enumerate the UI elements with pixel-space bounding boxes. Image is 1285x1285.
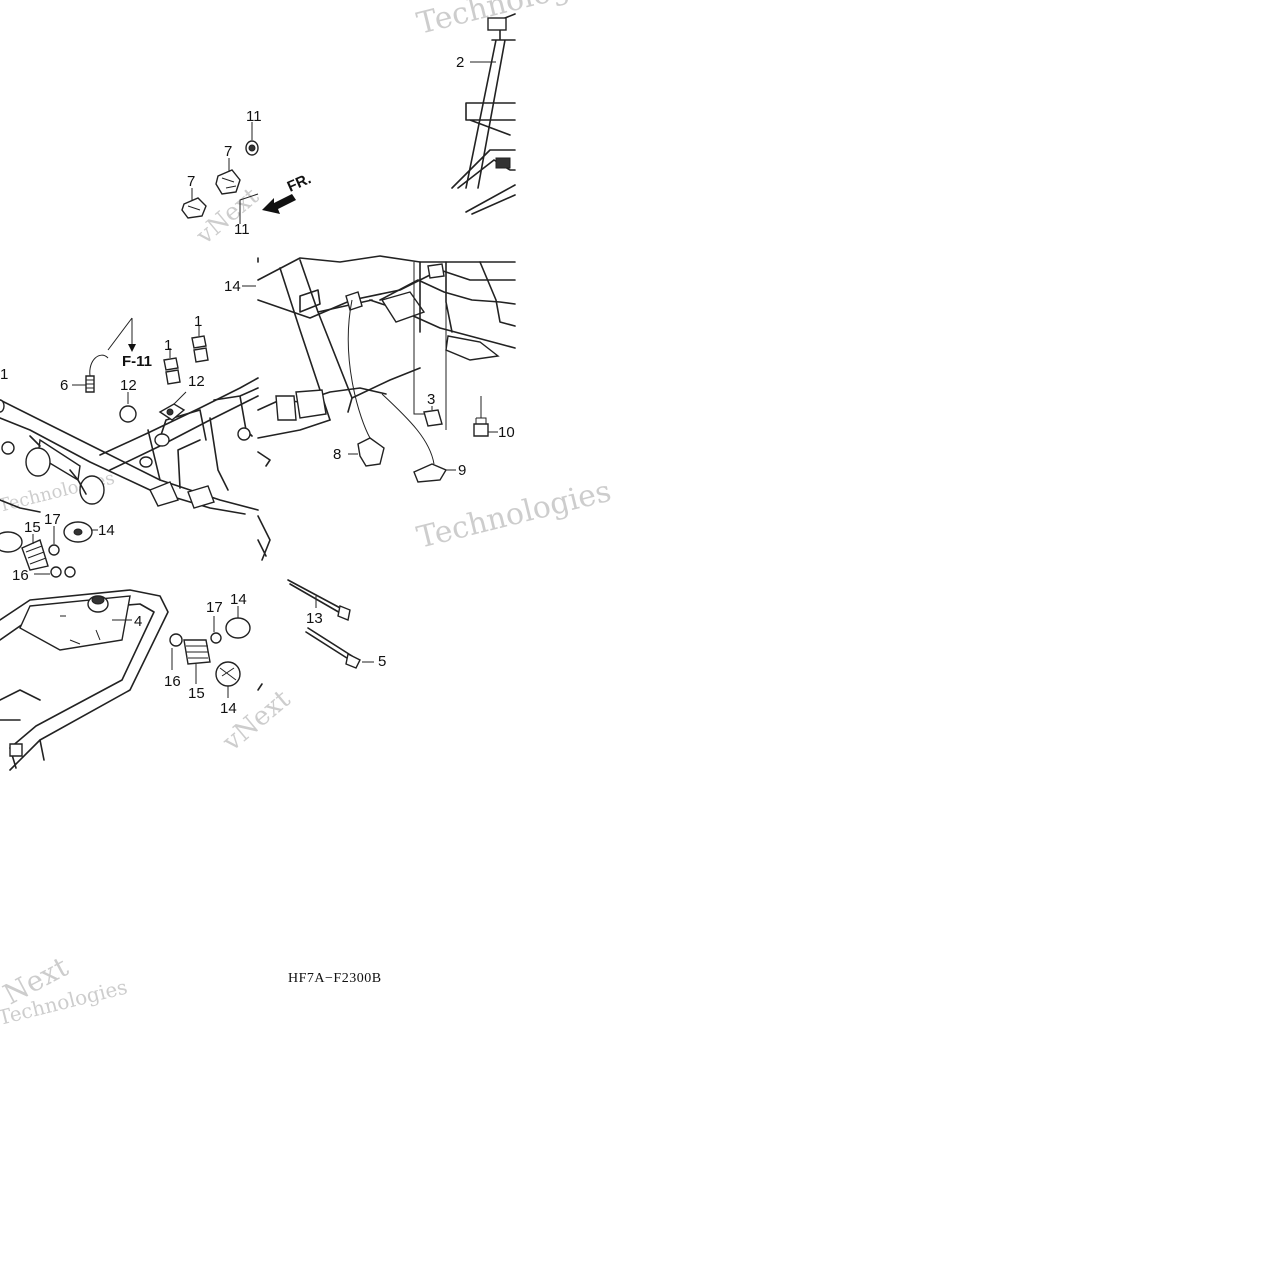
watermarks: Technologies Technologies vNext vNext Ne…: [0, 0, 615, 1030]
callout-16-lower: 16: [164, 673, 181, 690]
callout-14-mid: 14: [230, 591, 247, 608]
callout-17-upper: 17: [44, 511, 61, 528]
callout-2: 2: [456, 54, 464, 71]
callout-1-right: 1: [194, 313, 202, 330]
callout-9: 9: [458, 462, 466, 479]
callout-4: 4: [134, 613, 142, 630]
watermark-technologies-top: Technologies: [413, 0, 614, 42]
engine-mount-area: [0, 515, 374, 771]
front-indicator: FR.: [285, 170, 314, 195]
callout-12-left: 12: [120, 377, 137, 394]
callout-8: 8: [333, 446, 341, 463]
callout-13: 13: [306, 610, 323, 627]
callout-7-left: 7: [187, 173, 195, 190]
clamp-group-upper: [181, 122, 296, 224]
callout-11-lower: 11: [234, 221, 250, 238]
callout-16-upper: 16: [12, 567, 29, 584]
callout-11-upper: 11: [246, 108, 262, 125]
reference-f11: F-11: [122, 353, 152, 370]
callout-1-edge: 1: [0, 366, 8, 383]
callout-3: 3: [427, 391, 435, 408]
callout-10: 10: [498, 424, 515, 441]
callout-14-top: 14: [224, 278, 241, 295]
upper-frame-fragment: [451, 13, 516, 215]
callout-15-upper: 15: [24, 519, 41, 536]
callout-6: 6: [60, 377, 68, 394]
watermark-technologies-mid: Technologies: [413, 474, 614, 556]
main-frame: [0, 255, 516, 515]
callout-14-bottom: 14: [220, 700, 237, 717]
callout-17-lower: 17: [206, 599, 223, 616]
callout-1-left: 1: [164, 337, 172, 354]
callout-12-right: 12: [188, 373, 205, 390]
diagram-code: HF7A−F2300B: [288, 971, 382, 986]
callout-15-lower: 15: [188, 685, 205, 702]
callout-5: 5: [378, 653, 386, 670]
callouts: 2 11 7 7 11 FR. 14 1 1 F-11 1 6 12 12 3 …: [0, 54, 515, 717]
callout-14-upper: 14: [98, 522, 115, 539]
callout-7-right: 7: [224, 143, 232, 160]
